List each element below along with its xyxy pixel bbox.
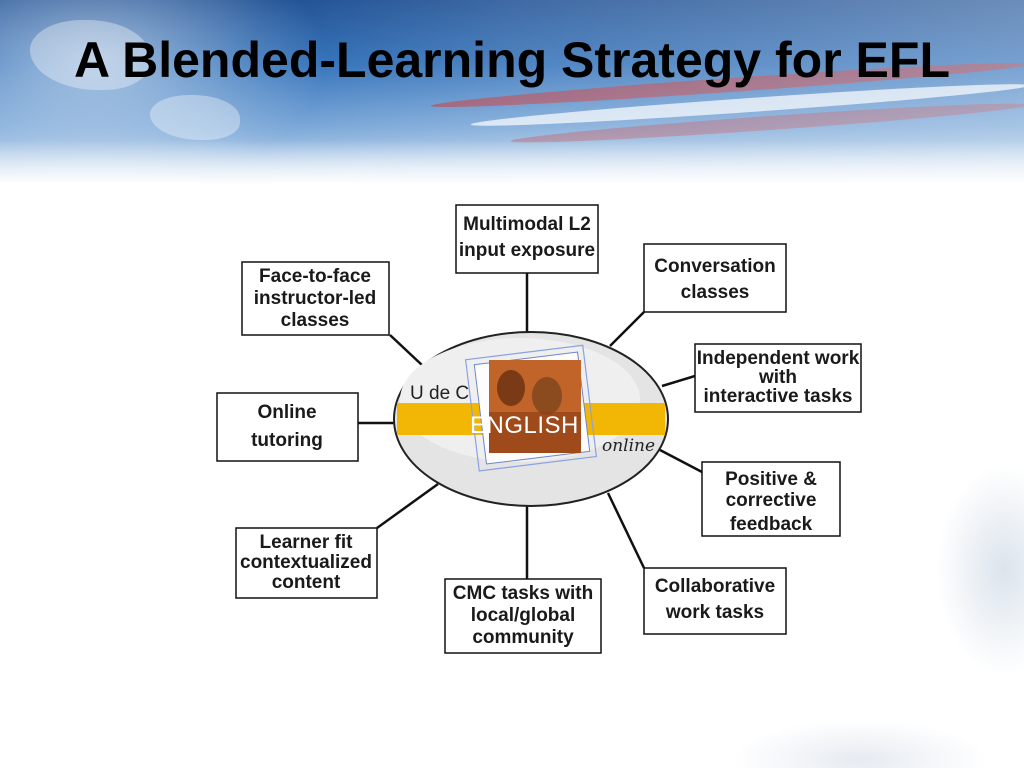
slide-title: A Blended-Learning Strategy for EFL (73, 32, 950, 88)
logo-udec-text: U de C (410, 383, 469, 404)
node-face-to-face-line-1: Face-to-face (259, 266, 371, 287)
connector-independent (661, 374, 696, 388)
node-cmc-line-1: CMC tasks with (453, 583, 593, 604)
node-boxes: Multimodal L2 input exposure Conversatio… (216, 204, 862, 654)
connectors (358, 273, 703, 579)
node-feedback-line-3: feedback (730, 514, 813, 535)
central-hub: U de C ENGLISH online (393, 331, 669, 507)
node-collaborative-line-1: Collaborative (655, 576, 775, 597)
connector-feedback (659, 448, 703, 474)
connector-collaborative (606, 492, 646, 569)
node-learner-fit-line-3: content (272, 572, 341, 593)
node-collaborative-line-2: work tasks (665, 602, 764, 623)
node-independent: Independent work with interactive tasks (694, 343, 862, 413)
node-learner-fit-line-1: Learner fit (260, 532, 354, 553)
globe-continent-decoration (30, 20, 150, 90)
node-cmc: CMC tasks with local/global community (444, 578, 602, 654)
node-conversation: Conversation classes (643, 243, 787, 313)
node-conversation-line-1: Conversation (654, 256, 775, 277)
node-feedback: Positive & corrective feedback (701, 461, 841, 537)
node-face-to-face-line-3: classes (281, 310, 350, 331)
node-collaborative: Collaborative work tasks (643, 567, 787, 635)
banner-bottom-fade (0, 140, 1024, 183)
node-feedback-line-2: corrective (726, 490, 817, 511)
node-independent-line-2: with (758, 367, 797, 388)
node-feedback-line-1: Positive & (725, 469, 817, 490)
node-online-tutoring: Online tutoring (216, 392, 359, 462)
node-conversation-line-2: classes (681, 282, 750, 303)
node-independent-line-1: Independent work (697, 348, 860, 369)
node-independent-line-3: interactive tasks (704, 386, 853, 407)
node-cmc-line-3: community (472, 627, 574, 648)
connector-conversation (609, 311, 645, 347)
map-decoration (700, 700, 1024, 768)
logo-online-text: online (602, 436, 655, 456)
node-face-to-face-line-2: instructor-led (254, 288, 376, 309)
connector-face-to-face (389, 334, 424, 367)
node-online-tutoring-line-1: Online (257, 402, 316, 423)
logo-english-text: ENGLISH (470, 412, 579, 439)
node-face-to-face: Face-to-face instructor-led classes (241, 261, 390, 336)
connector-learner-fit (376, 482, 439, 530)
node-multimodal: Multimodal L2 input exposure (455, 204, 599, 274)
node-multimodal-line-2: input exposure (459, 240, 595, 261)
photo-person-2 (532, 377, 562, 415)
node-learner-fit: Learner fit contextualized content (235, 527, 378, 599)
globe-continent-decoration (150, 95, 240, 140)
node-cmc-line-2: local/global (471, 605, 576, 626)
node-multimodal-line-1: Multimodal L2 (463, 214, 591, 235)
photo-person-1 (497, 370, 525, 406)
photo-shadow (489, 412, 581, 453)
node-online-tutoring-line-2: tutoring (251, 430, 323, 451)
node-learner-fit-line-2: contextualized (240, 552, 372, 573)
header-banner (0, 0, 1024, 183)
